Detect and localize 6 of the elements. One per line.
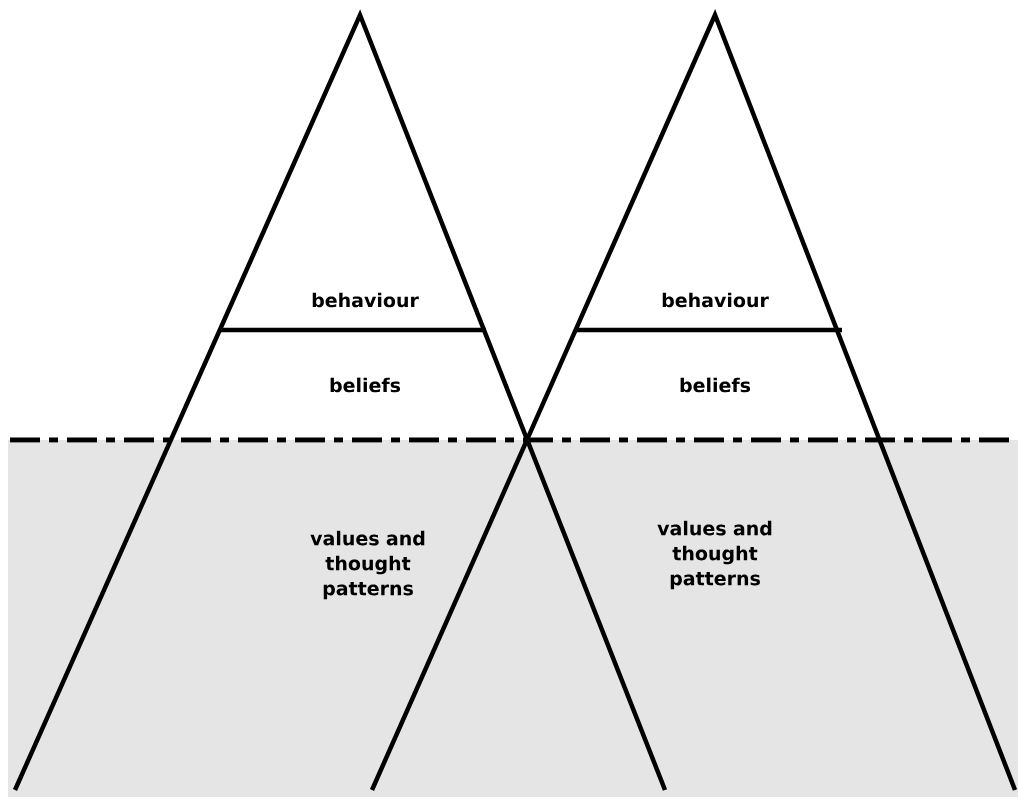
layer-label: behaviour xyxy=(662,292,769,308)
layer-label: beliefs xyxy=(330,377,401,393)
layer-label: values and thought patterns xyxy=(657,520,772,590)
layer-label: behaviour xyxy=(312,292,419,308)
layer-label: beliefs xyxy=(680,377,751,393)
layer-label: values and thought patterns xyxy=(310,530,425,600)
